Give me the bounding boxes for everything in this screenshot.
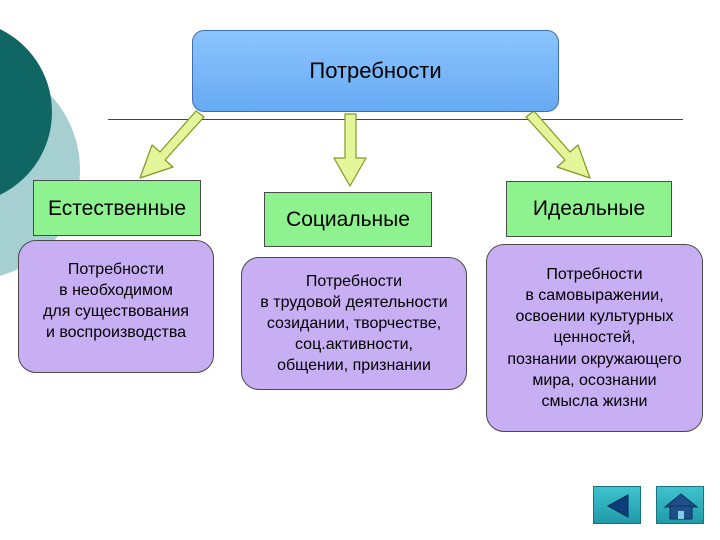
arrow-middle bbox=[333, 113, 367, 187]
category-ideal-label: Идеальные bbox=[532, 197, 646, 220]
description-natural-text: Потребности в необходимом для существова… bbox=[43, 259, 189, 343]
description-social-text: Потребности в трудовой деятельности сози… bbox=[260, 271, 447, 377]
description-line: смысла жизни bbox=[541, 392, 648, 410]
description-line: в необходимом bbox=[59, 282, 173, 300]
description-line: созидании, творчестве, bbox=[266, 314, 442, 332]
description-line: освоении культурных bbox=[515, 308, 674, 326]
description-line: ценностей, bbox=[553, 329, 636, 347]
divider-line bbox=[108, 119, 683, 120]
category-natural: Естественные bbox=[33, 180, 201, 236]
description-line: и воспроизводства bbox=[45, 324, 187, 342]
description-ideal: Потребности в самовыражении, освоении ку… bbox=[486, 244, 703, 432]
description-line: в трудовой деятельности bbox=[260, 293, 448, 311]
root-node: Потребности bbox=[192, 30, 559, 112]
triangle-left-icon bbox=[606, 494, 629, 518]
home-button[interactable] bbox=[656, 486, 704, 524]
description-line: соц.активности, bbox=[295, 336, 413, 354]
category-social-label: Социальные bbox=[286, 207, 410, 231]
description-line: общении, признании bbox=[277, 357, 431, 375]
category-social: Социальные bbox=[264, 192, 432, 247]
category-ideal: Идеальные bbox=[506, 181, 672, 237]
description-ideal-text: Потребности в самовыражении, освоении ку… bbox=[507, 264, 681, 412]
description-line: мира, осознании bbox=[532, 371, 657, 389]
arrow-left bbox=[139, 110, 205, 179]
description-line: Потребности bbox=[67, 261, 165, 278]
description-line: познании окружающего bbox=[507, 350, 682, 368]
description-line: для существования bbox=[43, 303, 189, 321]
description-line: Потребности bbox=[546, 266, 643, 284]
house-icon bbox=[663, 493, 699, 520]
description-social: Потребности в трудовой деятельности сози… bbox=[241, 257, 467, 390]
root-label: Потребности bbox=[309, 58, 442, 83]
back-button[interactable] bbox=[593, 486, 641, 524]
connector-arrows bbox=[139, 110, 591, 187]
category-natural-label: Естественные bbox=[47, 197, 187, 220]
description-line: в самовыражении, bbox=[525, 287, 664, 305]
description-line: Потребности bbox=[305, 272, 403, 290]
arrow-right bbox=[525, 110, 591, 179]
description-natural: Потребности в необходимом для существова… bbox=[18, 240, 214, 373]
